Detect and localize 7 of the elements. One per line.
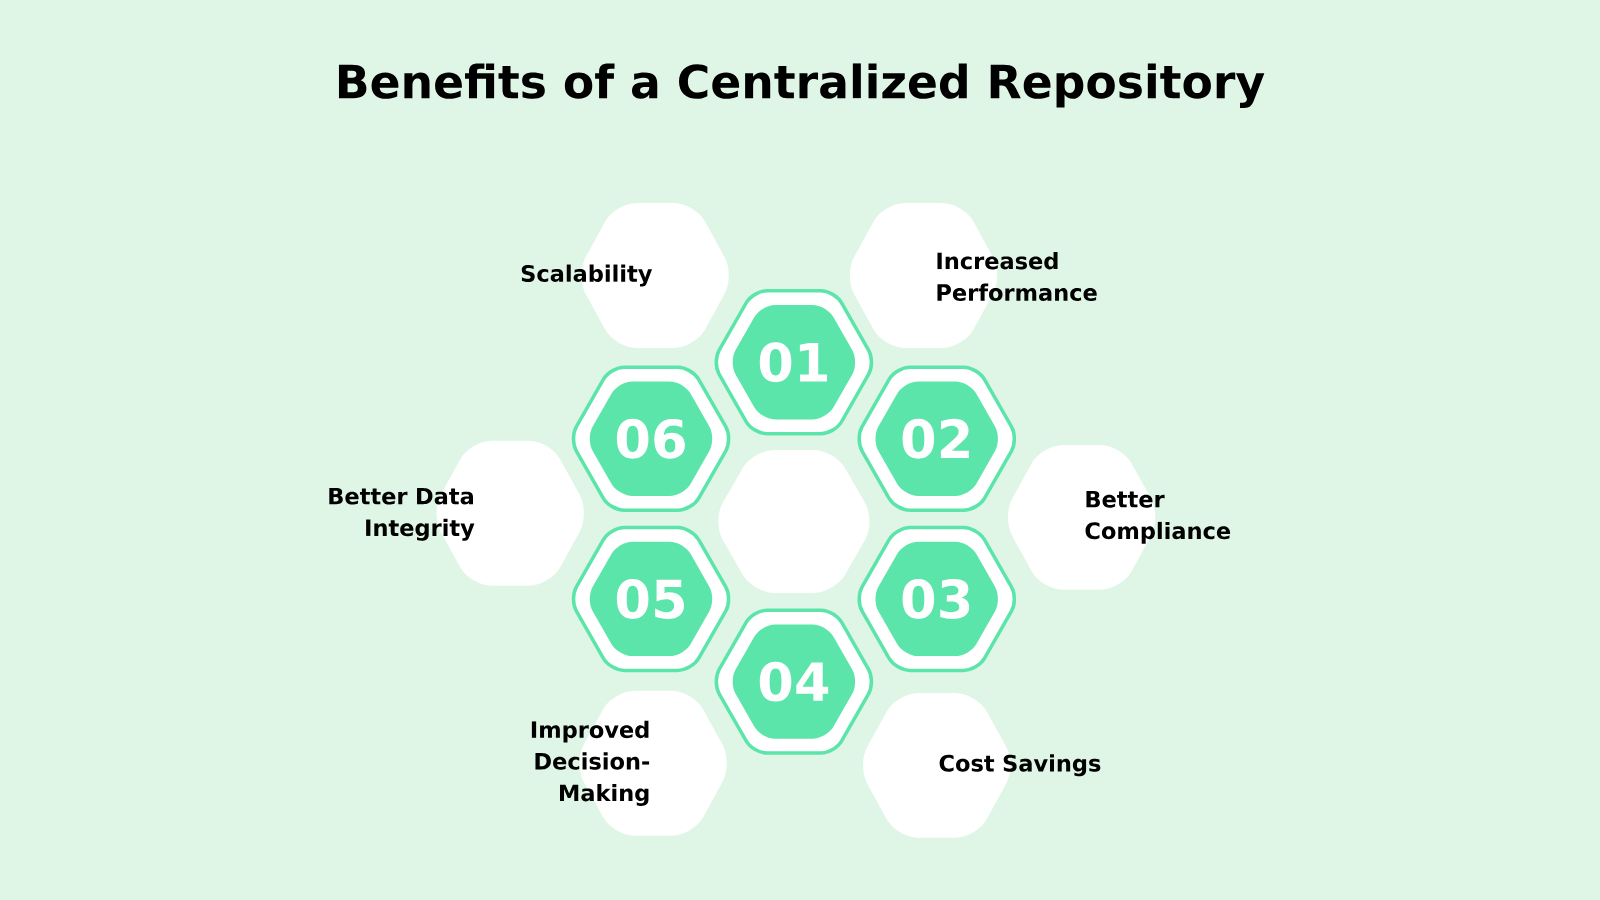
number-hexagon: 03 (857, 525, 1017, 673)
number-hexagon: 02 (857, 365, 1017, 512)
number-hexagon: 05 (571, 525, 731, 673)
title: Benefits of a Centralized Repository (338, 63, 1265, 108)
number-hexagon: 04 (714, 608, 874, 755)
number-hexagon: 06 (571, 365, 731, 512)
number-hexagon: 01 (714, 289, 874, 436)
